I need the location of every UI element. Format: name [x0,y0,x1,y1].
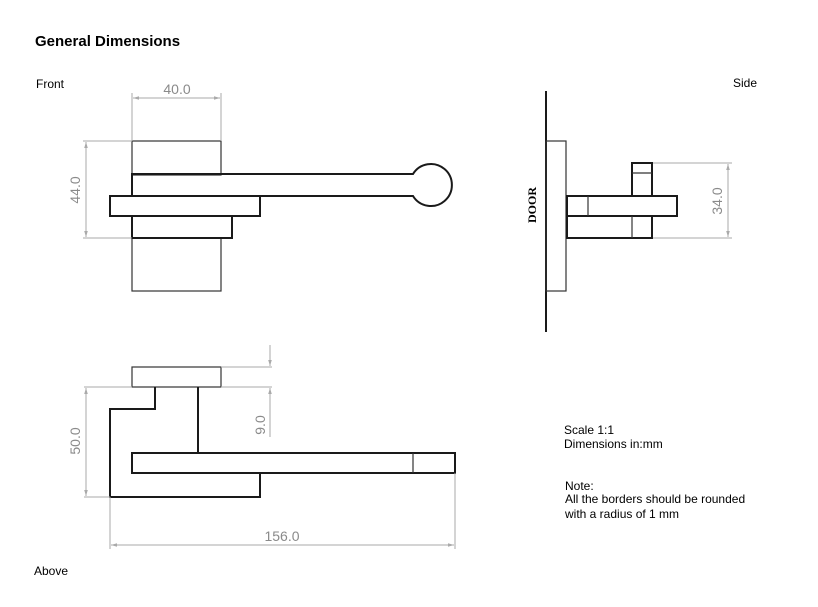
scale-text: Scale 1:1 [564,423,614,437]
door-label: DOOR [525,187,539,223]
dimension-front-height: 44.0 [67,176,83,203]
side-lower-bar [566,216,653,239]
above-view-label: Above [34,564,68,578]
front-view: 40.0 44.0 [67,81,453,292]
dimension-above-length: 156.0 [264,528,299,544]
lever-base [109,195,261,217]
units-text: Dimensions in:mm [564,437,663,451]
front-view-label: Front [36,77,65,91]
side-upper-bar [566,195,678,217]
above-rose [131,366,222,388]
dimension-above-offset: 9.0 [252,415,268,435]
side-view: DOOR 34.0 [525,91,732,332]
note-line-2: with a radius of 1 mm [564,507,679,521]
dimension-above-height: 50.0 [67,427,83,454]
above-body [109,387,261,498]
side-top-block [631,162,653,196]
dimension-side-height: 34.0 [709,187,725,214]
drawing-title: General Dimensions [35,33,180,50]
note-title: Note: [565,479,594,493]
lever-arm [131,163,453,207]
rose-top [131,140,222,176]
side-view-label: Side [733,76,757,90]
dimension-front-width: 40.0 [163,81,190,97]
door-plate [545,140,567,292]
drawing-notes: Scale 1:1 Dimensions in:mm Note: All the… [564,423,745,521]
lever-neck [131,216,233,239]
rose-bottom [131,237,222,292]
above-lever [131,452,456,474]
note-line-1: All the borders should be rounded [565,492,745,506]
above-view: 9.0 50.0 156.0 [67,345,456,549]
